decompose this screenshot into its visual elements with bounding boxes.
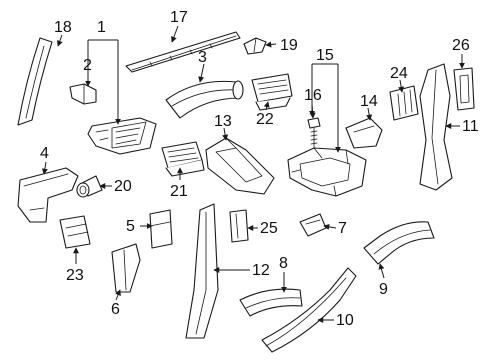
part-24-vent [389,85,419,121]
callout-8: 8 [279,255,288,272]
part-13-center-duct [205,137,275,195]
part-5-bracket [149,209,173,249]
callout-19: 19 [280,37,298,54]
part-4-duct [17,167,79,223]
callout-22: 22 [256,111,274,128]
callout-16: 16 [304,87,322,104]
part-11-vertical-duct [419,63,453,191]
part-22-side-vent [251,73,293,111]
part-14-bracket [345,117,383,149]
callout-1: 1 [97,19,106,36]
leaders [41,25,465,323]
part-23-vent [59,215,91,249]
callout-7: 7 [338,220,347,237]
callout-9: 9 [379,281,388,298]
part-19-bracket [243,37,267,55]
part-8-duct [239,288,303,317]
callout-23: 23 [66,267,84,284]
part-17-defroster-strip [125,31,241,73]
callout-2: 2 [83,57,92,74]
callout-15: 15 [316,47,334,64]
part-21-vent [161,141,205,177]
part-26-vent-outlet [453,67,475,111]
callout-12: 12 [252,262,270,279]
part-16-screw [307,117,321,149]
part-15-housing [287,147,367,197]
part-3-duct [165,80,244,119]
callout-labels: 18 1 2 17 3 19 15 16 22 24 26 14 11 13 4… [40,9,479,329]
callout-26: 26 [452,37,470,54]
part-2-clip [69,83,97,105]
part-25-clip [229,209,249,243]
callout-10: 10 [336,312,354,329]
part-9-duct [363,221,435,265]
callout-3: 3 [198,49,207,66]
part-7-connector [299,213,327,237]
part-1-center-vent-housing [87,117,157,155]
callout-11: 11 [462,118,479,135]
callout-24: 24 [390,65,408,82]
callout-25: 25 [260,220,278,237]
callout-18: 18 [54,19,72,36]
callout-20: 20 [114,178,132,195]
part-10-duct [261,267,357,353]
callout-5: 5 [126,218,135,235]
part-12-duct [185,203,219,339]
callout-13: 13 [214,113,232,130]
part-18-pillar-trim [17,37,53,126]
callout-17: 17 [170,9,188,26]
callout-4: 4 [40,145,49,162]
callout-6: 6 [111,301,120,318]
part-6-elbow-duct [111,243,141,293]
callout-14: 14 [360,93,378,110]
callout-21: 21 [170,183,188,200]
part-20-nozzle [76,175,103,198]
